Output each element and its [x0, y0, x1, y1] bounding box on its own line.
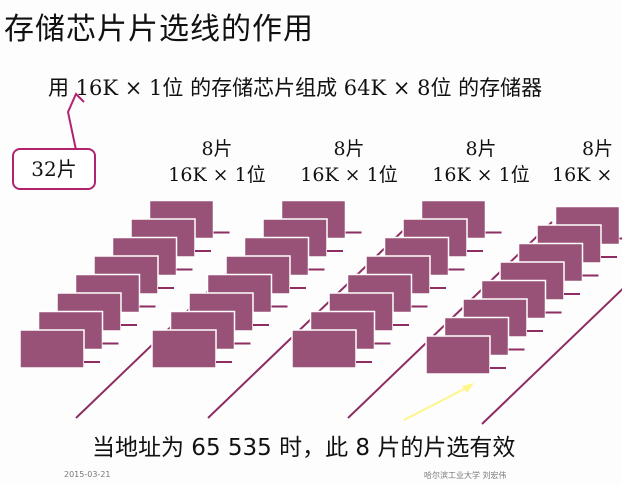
memory-chip [291, 329, 357, 369]
group-spec: 16K × 1位 [300, 164, 398, 186]
group-label-3: 8片 16K × 1位 [416, 136, 546, 188]
group-spec: 16K × [552, 164, 613, 186]
highlight-arrow-head [462, 383, 474, 393]
chip-group-1 [19, 199, 281, 419]
bottom-note: 当地址为 65 535 时，此 8 片的片选有效 [92, 435, 516, 461]
chip-group-3 [291, 199, 553, 419]
group-count: 8片 [333, 138, 365, 160]
slide-date: 2015-03-21 [64, 470, 111, 479]
group-spec: 16K × 1位 [432, 164, 530, 186]
select-line [481, 288, 622, 425]
memory-chip [425, 335, 491, 375]
highlight-arrow [403, 385, 471, 421]
subtitle: 用 16K × 1位 的存储芯片组成 64K × 8位 的存储器 [48, 76, 543, 100]
group-label-1: 8片 16K × 1位 [152, 136, 282, 188]
slide-footer: 哈尔滨工业大学 刘宏伟 [424, 471, 507, 480]
callout-pointer [66, 92, 85, 151]
group-label-4: 8片 16K × [552, 136, 622, 188]
slide-title: 存储芯片片选线的作用 [4, 12, 314, 47]
chip-group-2 [151, 199, 413, 419]
group-count: 8片 [465, 138, 497, 160]
chip-group-4 [425, 205, 622, 425]
group-count: 8片 [582, 138, 614, 160]
group-label-2: 8片 16K × 1位 [284, 136, 414, 188]
group-spec: 16K × 1位 [168, 164, 266, 186]
group-count: 8片 [201, 138, 233, 160]
memory-chip [151, 329, 217, 369]
chip-count-callout: 32片 [12, 148, 96, 190]
memory-chip [19, 329, 85, 369]
